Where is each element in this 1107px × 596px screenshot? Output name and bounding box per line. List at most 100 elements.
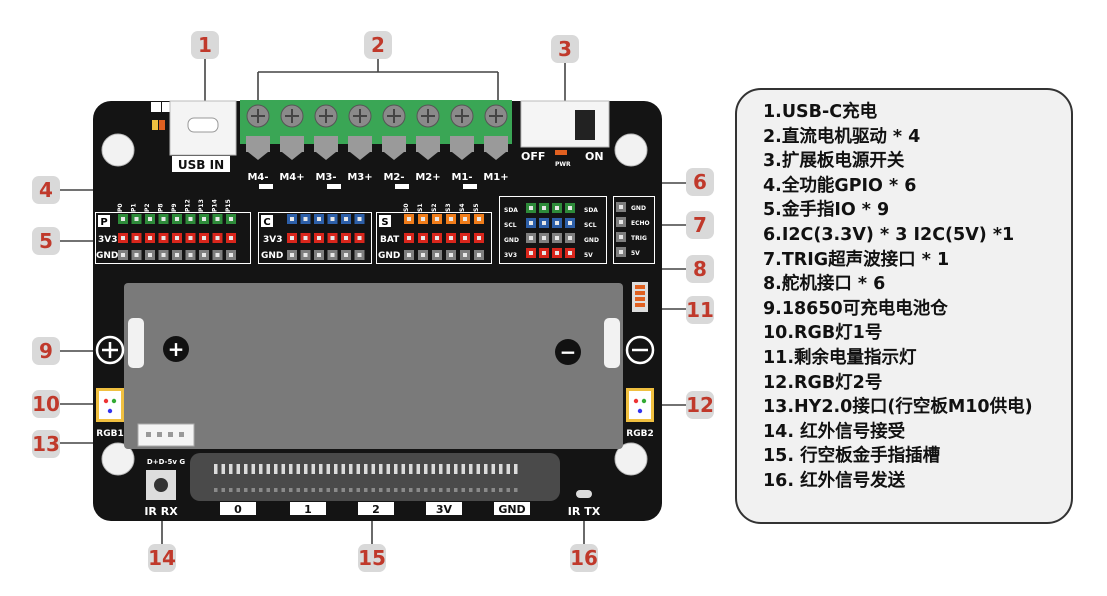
pin-dot: [344, 253, 348, 257]
edge-pad-label: 3V: [436, 503, 453, 516]
svg-text:−: −: [560, 340, 577, 364]
hy20-connector[interactable]: [137, 423, 195, 447]
edge-connector-slot[interactable]: [190, 453, 560, 501]
pin-dot: [449, 253, 453, 257]
slot-pin-lower: [364, 488, 368, 492]
pin-dot: [317, 217, 321, 221]
power-switch[interactable]: [520, 100, 610, 148]
slot-pin: [244, 464, 248, 474]
terminal-clamp-tip: [248, 152, 268, 160]
p-pin-label: P15: [225, 199, 232, 212]
edge-pad: [290, 502, 326, 515]
pin-dot: [121, 236, 125, 240]
pin-dot: [435, 217, 439, 221]
s-header-tag-bg: [379, 215, 391, 227]
pin-dot: [344, 217, 348, 221]
i2c-right-label: SCL: [584, 222, 597, 229]
terminal-screws: [246, 104, 508, 160]
slot-pin: [281, 464, 285, 474]
pin-dot: [568, 251, 572, 255]
p-pin-label: P1: [131, 203, 138, 212]
legend-item: 1.USB-C充电: [763, 102, 878, 122]
p-pin-label: P0: [117, 203, 124, 212]
terminal-clamp-tip: [316, 152, 336, 160]
slot-pin-lower: [446, 488, 450, 492]
terminal-clamp: [280, 136, 304, 152]
pin-dot: [134, 217, 139, 221]
pin-dot: [357, 236, 362, 240]
legend-item: 8.舵机接口 * 6: [763, 274, 886, 295]
sonar-pin-label: ECHO: [631, 220, 650, 227]
slot-pin: [356, 464, 360, 474]
legend-item: 7.TRIG超声波接口 * 1: [763, 249, 950, 270]
mounting-holes: [101, 133, 648, 476]
slot-pin: [446, 464, 450, 474]
slot-pin: [341, 464, 345, 474]
screw-slot: [455, 109, 469, 123]
slot-pin: [289, 464, 293, 474]
pin-dot: [202, 236, 206, 240]
slot-pin: [296, 464, 300, 474]
edge-connector-pins: [214, 464, 518, 492]
slot-pin-lower: [461, 488, 465, 492]
switch-knob[interactable]: [575, 110, 595, 140]
p-pin-label: P9: [171, 203, 178, 212]
slot-pin: [386, 464, 390, 474]
screw-slot: [353, 109, 367, 123]
pin-dot: [449, 236, 453, 240]
pin-dot: [330, 236, 335, 240]
i2c-right-label: 5V: [584, 252, 593, 259]
pin-dot: [463, 217, 467, 221]
edge-pad: [426, 502, 462, 515]
slot-pin: [461, 464, 465, 474]
legend-item: 4.全功能GPIO * 6: [763, 175, 917, 196]
pin-dot: [290, 217, 294, 221]
i2c-left-label: 3V3: [504, 252, 517, 259]
callout-1: 1: [191, 31, 219, 59]
pin-dot: [619, 220, 623, 224]
ir-tx-label: IR TX: [568, 505, 601, 518]
legend-item: 5.金手指IO * 9: [763, 200, 890, 221]
callout-15: 15: [358, 544, 386, 572]
pin-dot: [477, 253, 481, 257]
pin-dot: [619, 235, 623, 239]
slot-pin-lower: [409, 488, 413, 492]
i2c-left-label: SCL: [504, 222, 517, 229]
pin-dot: [555, 236, 559, 240]
slot-pin-lower: [379, 488, 383, 492]
motor-label: M1-: [451, 172, 472, 183]
terminal-clamp-tip: [384, 152, 404, 160]
s-pin-label: S0: [403, 204, 410, 213]
pin-dot: [161, 253, 166, 257]
slot-pin: [454, 464, 458, 474]
s-pin-label: S2: [431, 204, 438, 213]
slot-pin-lower: [514, 488, 518, 492]
terminal-clamp-tip: [418, 152, 438, 160]
terminal-clamp: [450, 136, 474, 152]
slot-pin: [439, 464, 443, 474]
pin-dot: [619, 205, 623, 209]
slot-pin-lower: [296, 488, 300, 492]
i2c-left-label: SDA: [504, 207, 518, 214]
slot-pin-lower: [341, 488, 345, 492]
pin-dot: [463, 236, 467, 240]
slot-pin-lower: [244, 488, 248, 492]
p-pin-label: P12: [185, 199, 192, 212]
slot-pin: [319, 464, 323, 474]
motor-label: M3+: [347, 172, 372, 183]
pin-dot: [542, 236, 546, 240]
slot-pin-lower: [281, 488, 285, 492]
p-pin-label: P2: [144, 203, 151, 212]
slot-pin: [326, 464, 330, 474]
legend-item: 15. 行空板金手指插槽: [763, 446, 941, 467]
pin-dot: [303, 253, 308, 257]
terminal-clamp-tip: [452, 152, 472, 160]
legend-item: 11.剩余电量指示灯: [763, 347, 917, 368]
screw-slot: [251, 109, 265, 123]
slot-pin-lower: [304, 488, 308, 492]
terminal-clamp: [382, 136, 406, 152]
ir-transmitter: [576, 490, 592, 498]
pin-dot: [121, 253, 125, 257]
slot-pin-lower: [439, 488, 443, 492]
pin-dot: [463, 253, 467, 257]
